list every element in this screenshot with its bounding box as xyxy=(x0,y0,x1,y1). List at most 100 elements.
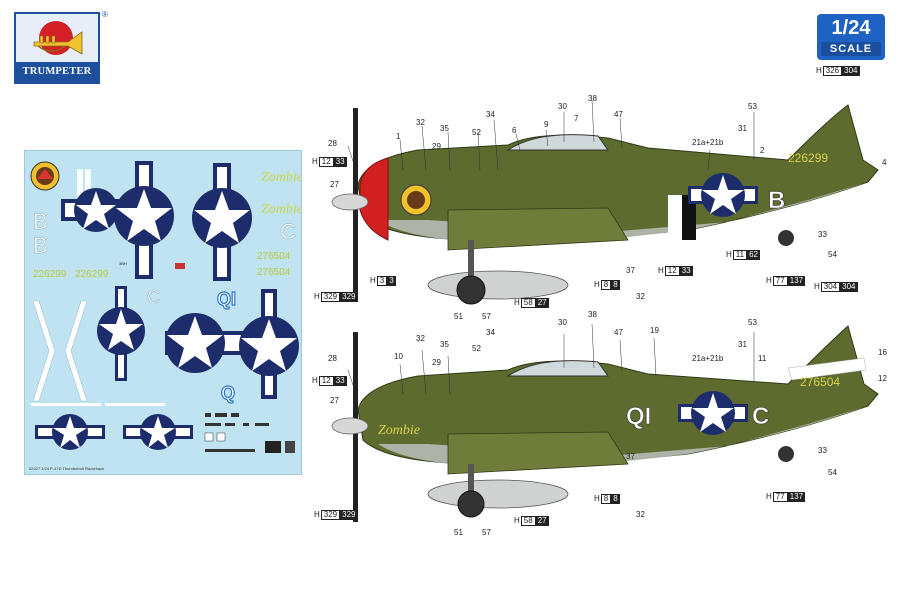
callout-top-18: 27 xyxy=(330,180,339,189)
scale-badge: 1/24 SCALE xyxy=(817,14,885,60)
decal-letter-b1: B xyxy=(33,209,48,234)
callout-bottom-12: 53 xyxy=(748,318,757,327)
nose-art-text: Zombie xyxy=(378,423,420,438)
decal-letter-q: Q xyxy=(221,383,235,403)
decal-serial-3: 276504 xyxy=(257,251,291,262)
callout-bottom-3: 35 xyxy=(440,340,449,349)
callout-top-bottom-1: 57 xyxy=(482,312,491,321)
callout-top-4: 29 xyxy=(432,142,441,151)
callout-top-19: 37 xyxy=(626,266,635,275)
profile-bottom: QI C 276504 Zombie 28 10 32 35 29 52 34 … xyxy=(308,282,900,558)
tail-serial-top: 226299 xyxy=(788,151,828,165)
decal-nose-art-2: Zombie xyxy=(261,202,302,217)
decal-serial-2: 226299 xyxy=(75,269,109,280)
callout-bottom-16: 12 xyxy=(878,374,887,383)
fuselage-insignia-top xyxy=(688,173,758,217)
callout-bottom-18: 37 xyxy=(626,452,635,461)
insignia-medium xyxy=(114,161,174,279)
decal-serial-1: 226299 xyxy=(33,269,67,280)
callout-top-17: 4 xyxy=(882,158,887,167)
callout-top-bottom-3: 54 xyxy=(828,250,837,259)
callout-bottom-8: 38 xyxy=(588,310,597,319)
brand-name: TRUMPETER xyxy=(16,62,98,82)
decal-tiny-label: 3BH xyxy=(119,261,127,266)
scale-ratio: 1/24 xyxy=(831,17,871,39)
callout-top-5: 52 xyxy=(472,128,481,137)
callout-bottom-15: 16 xyxy=(878,348,887,357)
callout-bottom-5: 52 xyxy=(472,344,481,353)
callout-top-bottom-2: 33 xyxy=(818,230,827,239)
insignia-small xyxy=(61,188,131,232)
callout-top-14: 53 xyxy=(748,102,757,111)
callout-top-9: 30 xyxy=(558,102,567,111)
profile-top: B 226299 28 1 32 35 29 52 34 6 9 30 7 38… xyxy=(308,66,900,330)
callout-top-0: 28 xyxy=(328,139,337,148)
callout-bottom-b2: 33 xyxy=(818,446,827,455)
callout-top-6: 34 xyxy=(486,110,495,119)
aircraft-code-left: QI xyxy=(626,403,651,430)
callout-bottom-9: 47 xyxy=(614,328,623,337)
decal-letter-c2: C xyxy=(147,287,160,307)
callout-bottom-b0: 51 xyxy=(454,528,463,537)
insignia-bottom-a xyxy=(35,414,105,450)
decal-sheet: B B Zombie Zombie C 226299 226299 276504… xyxy=(24,150,302,475)
nose-art-emblem xyxy=(30,161,60,191)
callout-leaders-bottom xyxy=(347,323,755,395)
callout-top-12: 47 xyxy=(614,110,623,119)
callout-bottom-2: 32 xyxy=(416,334,425,343)
callout-bottom-0: 28 xyxy=(328,354,337,363)
decal-sheet-caption: 02427 1/24 P-47D Thunderbolt Razorback xyxy=(29,466,105,471)
tail-serial-bottom: 276504 xyxy=(800,375,840,389)
callout-top-11: 38 xyxy=(588,94,597,103)
callout-bottom-19: 32 xyxy=(636,510,645,519)
callout-bottom-4: 29 xyxy=(432,358,441,367)
decal-serial-4: 276504 xyxy=(257,267,291,278)
aircraft-code-right: C xyxy=(752,403,769,430)
callout-top-15: 31 xyxy=(738,124,747,133)
logo-emblem xyxy=(16,14,98,64)
insignia-row2-c xyxy=(239,289,299,399)
callout-bottom-14: 11 xyxy=(758,354,767,363)
decal-letter-b2: B xyxy=(33,233,48,258)
decal-letter-c1: C xyxy=(280,219,296,244)
callout-bottom-13: 31 xyxy=(738,340,747,349)
callout-bottom-b1: 57 xyxy=(482,528,491,537)
callout-top-8: 9 xyxy=(544,120,549,129)
callout-top-2: 32 xyxy=(416,118,425,127)
callout-top-20: 32 xyxy=(636,292,645,301)
trumpet-icon xyxy=(33,21,83,55)
insignia-row2-a xyxy=(97,286,145,381)
decal-sheet-art: B B Zombie Zombie C 226299 226299 276504… xyxy=(30,161,302,453)
callout-top-16: 2 xyxy=(760,146,765,155)
registered-mark: ® xyxy=(102,10,108,19)
callout-bottom-1: 10 xyxy=(394,352,403,361)
aircraft-profile-top: B 226299 xyxy=(331,99,879,305)
callout-leaders-top xyxy=(347,99,755,171)
trumpeter-logo: TRUMPETER xyxy=(14,12,100,84)
callout-bottom-17: 27 xyxy=(330,396,339,405)
callout-top-bottom-0: 51 xyxy=(454,312,463,321)
decal-nose-art-1: Zombie xyxy=(261,170,302,185)
callout-bottom-6: 34 xyxy=(486,328,495,337)
callout-top-7: 6 xyxy=(512,126,517,135)
aircraft-code-top: B xyxy=(768,187,785,214)
callout-top-10: 7 xyxy=(574,114,579,123)
callout-bottom-11: 21a+21b xyxy=(692,354,724,363)
callout-bottom-7: 30 xyxy=(558,318,567,327)
drop-tank-bottom xyxy=(427,479,569,509)
fuselage-insignia-bottom xyxy=(678,391,748,435)
drop-tank-top xyxy=(427,270,569,300)
